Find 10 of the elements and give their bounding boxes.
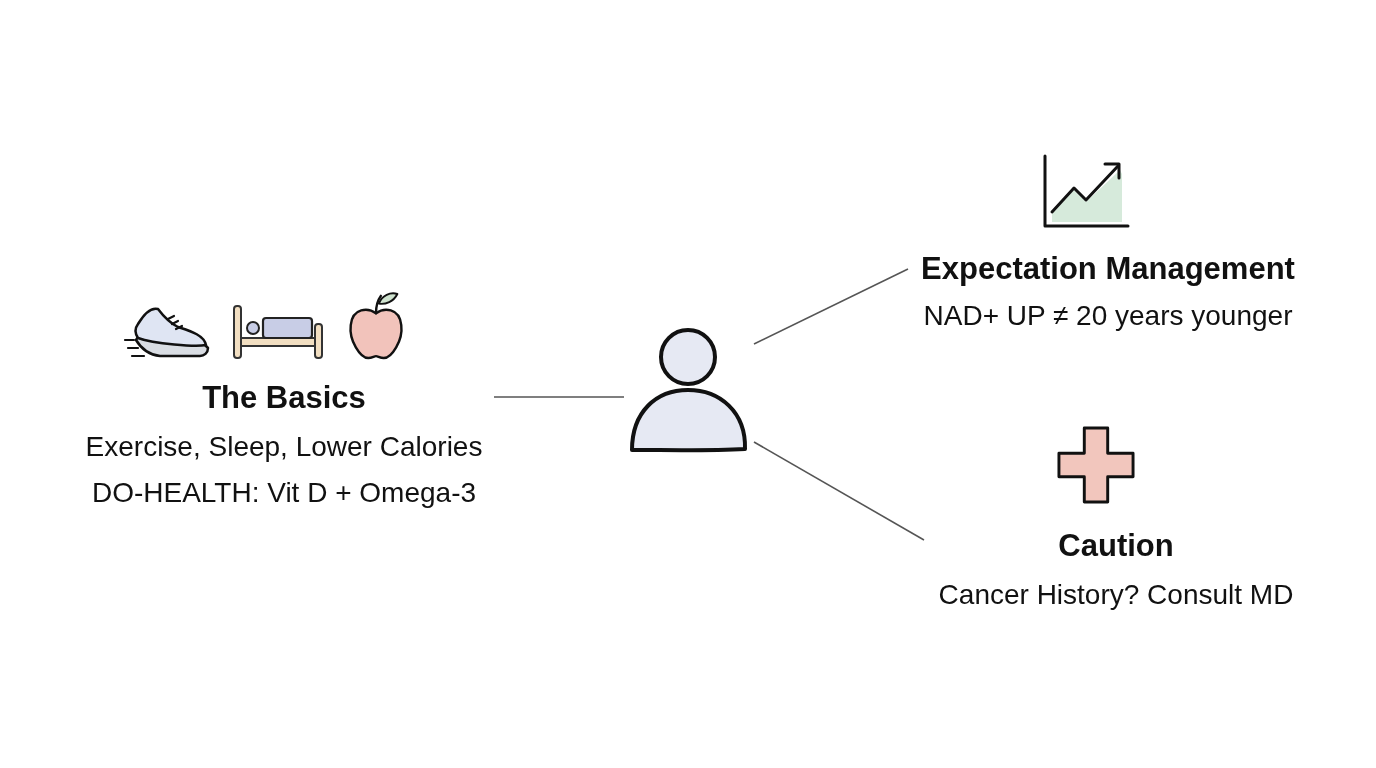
description-text: DO-HEALTH: Vit D + Omega-3: [91, 476, 477, 510]
connector-line: [493, 396, 625, 398]
description-text: NAD+ UP ≠ 20 years younger: [923, 299, 1293, 333]
description-text: Exercise, Sleep, Lower Calories: [85, 430, 483, 464]
connector-line: [753, 268, 909, 345]
section-heading: The Basics: [202, 379, 366, 417]
section-heading: Caution: [1058, 527, 1174, 565]
description-text: Cancer History? Consult MD: [938, 578, 1294, 612]
section-heading: Expectation Management: [921, 250, 1295, 288]
connector-line: [753, 441, 925, 541]
